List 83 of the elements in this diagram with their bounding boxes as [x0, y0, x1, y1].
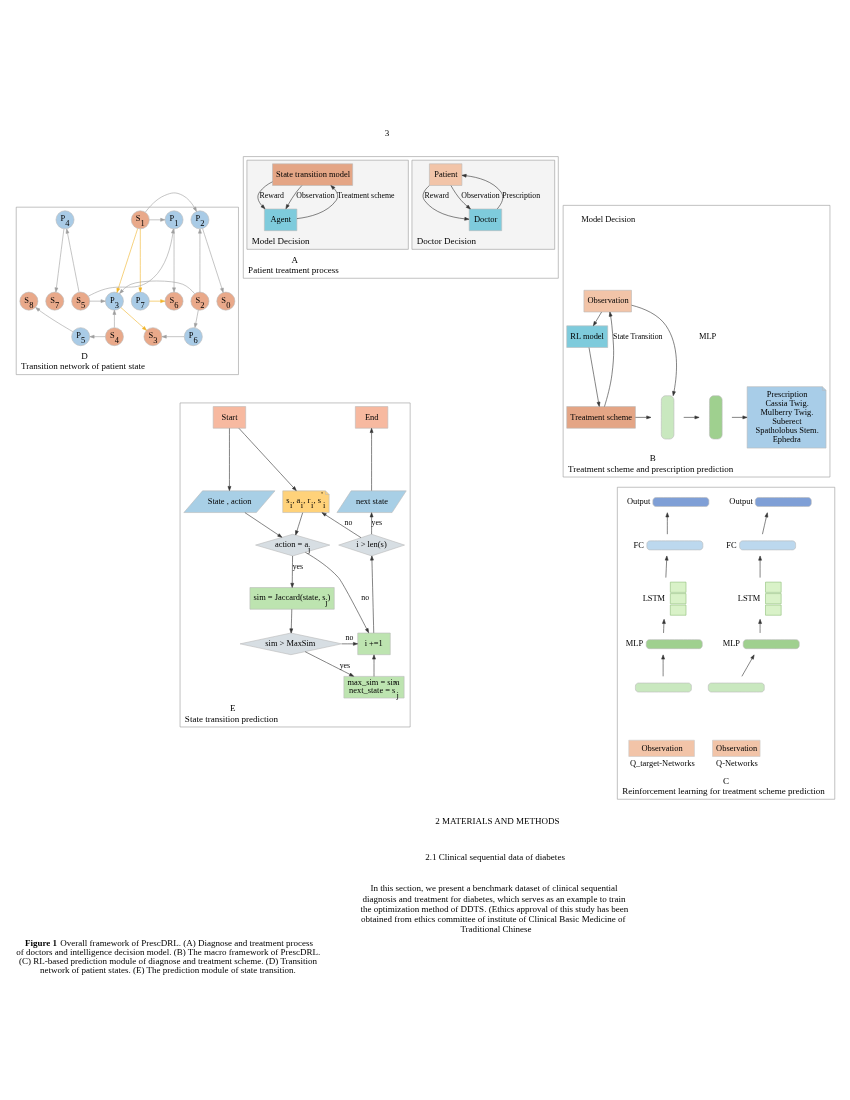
arrow: [757, 555, 762, 578]
arrow: [54, 228, 64, 292]
node-box: Agent: [263, 208, 297, 231]
node-box: Treatment scheme: [565, 405, 636, 429]
label: MLP: [698, 330, 716, 341]
node-box: Patient: [428, 163, 462, 186]
arrow: [450, 184, 471, 209]
arrow: [171, 228, 176, 292]
arrow: [341, 641, 358, 646]
node-diamond: i > len(s): [337, 533, 405, 556]
arrow: [285, 184, 302, 209]
arrow: [304, 650, 354, 677]
node-label: LSTM: [737, 592, 760, 603]
arrow: [603, 311, 614, 407]
node-label: Q-Networks: [715, 757, 758, 768]
label: In this section, we present a benchmark dataset of clinical sequential diagnosis and treatment for diabetes, which serves as an example to train the optimization method of DDTS. (Ethics approval of this study has been obtained from ethics committee of institute of Clinical Basic Medicine of Traditional Chinese: [359, 882, 628, 934]
caption: Figure 1 Overall framework of PrescDRL. (A) Diagnose and treatment process of doctors and intelligence decision model. (B) The macro framework of PrescDRL. (C) RL-based prediction module of diagnose and treatment scheme. (D) Transition network of patient states. (E) The prediction module of state transition.: [15, 937, 320, 975]
arrow: [588, 346, 600, 407]
arrow: [244, 511, 282, 538]
node-box: Start: [212, 405, 246, 429]
arrow: [201, 227, 224, 293]
node-label: FC: [725, 539, 737, 550]
arrow: [89, 298, 105, 303]
arrow: [197, 228, 202, 292]
arrow: [238, 427, 297, 491]
arrow: [665, 511, 669, 534]
node-box: Observation: [583, 289, 632, 312]
arrow: [369, 427, 373, 491]
arrow: [257, 181, 273, 209]
arrow: [371, 654, 376, 677]
node-label: MLP: [625, 637, 643, 648]
arrow: [89, 334, 105, 338]
arrow: [294, 511, 303, 535]
node-box: State transition model: [271, 163, 353, 186]
node-box: i +=1: [356, 632, 391, 655]
label: 2 MATERIALS AND METHODS: [434, 815, 560, 826]
label: Model Decision: [580, 213, 635, 224]
arrow: [664, 555, 668, 578]
arrow: [660, 654, 665, 677]
arrow: [289, 555, 294, 588]
arrow: [634, 415, 651, 419]
arrow: [161, 334, 184, 338]
node-box: RL model: [565, 325, 608, 348]
arrow: [757, 618, 762, 633]
arrow: [304, 551, 369, 633]
arrow: [369, 555, 374, 633]
arrow: [193, 309, 199, 328]
arrow: [761, 511, 768, 534]
arrow: [422, 184, 469, 221]
arrow: [741, 654, 754, 677]
label: 3: [384, 127, 389, 138]
arrow: [682, 415, 699, 419]
node-label: Output: [626, 495, 650, 506]
node-label: Q_target-Networks: [629, 757, 695, 768]
arrow: [630, 304, 677, 396]
arrow: [116, 227, 138, 293]
arrow: [592, 311, 602, 326]
arrow: [34, 306, 73, 332]
arrow: [369, 511, 373, 534]
label: 2.1 Clinical sequential data of diabetes: [424, 851, 565, 862]
node-label: MLP: [722, 637, 740, 648]
arrow: [138, 228, 142, 292]
arrow: [87, 228, 175, 296]
node-box: End: [354, 405, 388, 429]
node-label: Output: [728, 495, 753, 506]
arrow: [118, 280, 195, 294]
arrow: [120, 306, 147, 331]
arrow: [112, 309, 116, 328]
arrow: [661, 618, 666, 633]
node-label: FC: [633, 539, 644, 550]
arrow: [144, 192, 197, 213]
node-diamond: sim > MaxSim: [239, 632, 342, 655]
arrow: [148, 298, 165, 303]
arrow: [731, 415, 747, 419]
arrow: [148, 217, 165, 222]
node-box: Doctor: [468, 208, 502, 231]
arrow: [296, 184, 338, 219]
arrow: [289, 608, 293, 633]
arrow: [461, 173, 503, 209]
node-label: LSTM: [642, 592, 665, 603]
arrow: [65, 228, 79, 292]
arrow: [227, 427, 231, 491]
arrow: [321, 511, 361, 538]
